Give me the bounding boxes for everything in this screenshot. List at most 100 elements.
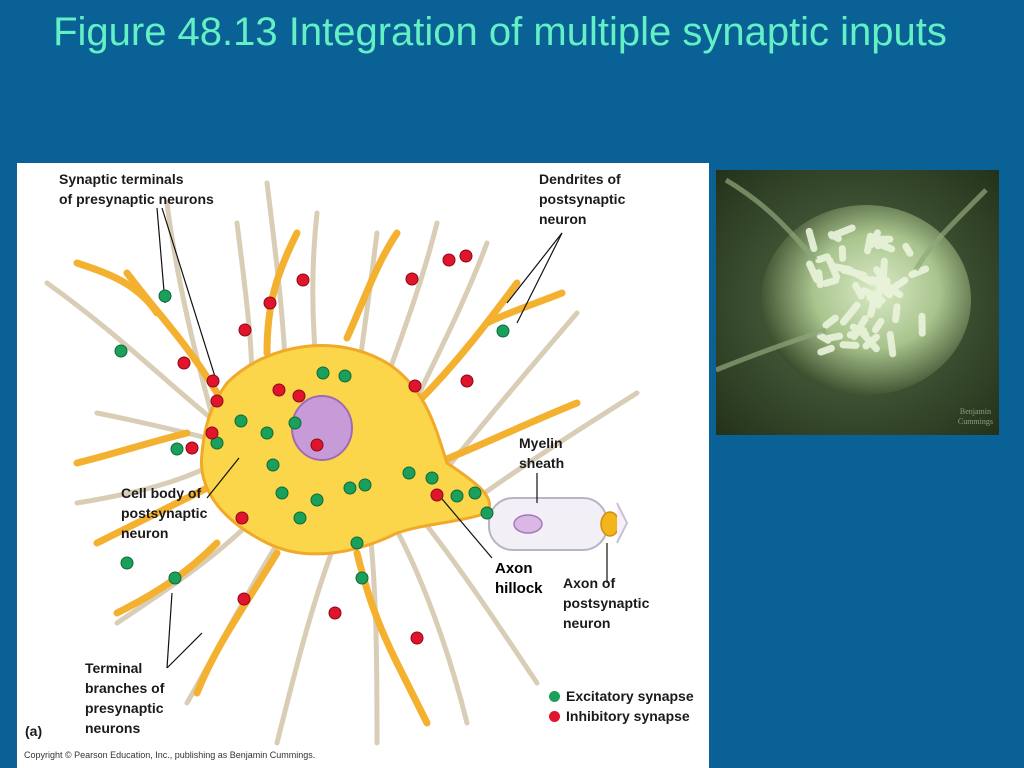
micrograph-process	[871, 317, 885, 334]
copyright: Copyright © Pearson Education, Inc., pub…	[24, 750, 316, 760]
excitatory-synapse	[158, 289, 172, 303]
micrograph-process	[816, 332, 832, 344]
micrograph-process	[815, 253, 831, 264]
inhibitory-synapse	[237, 592, 251, 606]
excitatory-synapse	[260, 426, 274, 440]
micrograph-process	[868, 229, 882, 249]
excitatory-synapse	[293, 511, 307, 525]
excitatory-synapse	[425, 471, 439, 485]
inhibitory-synapse	[272, 383, 286, 397]
inhibitory-synapse	[205, 426, 219, 440]
neuron-illustration	[44, 180, 640, 746]
photo-credit: Benjamin Cummings	[957, 407, 993, 426]
inhibitory-synapse	[185, 441, 199, 455]
myelin-sheath	[488, 497, 608, 551]
inhibitory-dot-icon	[549, 711, 560, 722]
inhibitory-synapse	[206, 374, 220, 388]
inhibitory-synapse	[405, 272, 419, 286]
excitatory-synapse	[480, 506, 494, 520]
micrograph-process	[870, 277, 893, 299]
inhibitory-synapse	[263, 296, 277, 310]
inhibitory-synapse	[238, 323, 252, 337]
excitatory-synapse	[170, 442, 184, 456]
postsynaptic-dendrites	[73, 229, 581, 727]
excitatory-synapse	[114, 344, 128, 358]
excitatory-synapse	[120, 556, 134, 570]
micrograph-image	[716, 170, 999, 435]
micrograph-process	[821, 276, 840, 287]
excitatory-synapse	[310, 493, 324, 507]
micrograph-process	[892, 303, 901, 324]
inhibitory-synapse	[442, 253, 456, 267]
label-terminal-branches: Terminal branches of presynaptic neurons	[85, 660, 165, 736]
excitatory-synapse	[266, 458, 280, 472]
micrograph-process	[850, 315, 869, 341]
inhibitory-synapse	[177, 356, 191, 370]
label-synaptic-terminals: Synaptic terminals of presynaptic neuron…	[59, 171, 214, 207]
micrograph-photo: Benjamin Cummings	[716, 170, 999, 435]
micrograph-process	[822, 314, 839, 329]
excitatory-synapse	[234, 414, 248, 428]
excitatory-synapse	[468, 486, 482, 500]
inhibitory-synapse	[296, 273, 310, 287]
excitatory-synapse	[402, 466, 416, 480]
micrograph-process	[867, 290, 880, 318]
excitatory-synapse	[496, 324, 510, 338]
inhibitory-synapse	[430, 488, 444, 502]
inhibitory-synapse	[460, 374, 474, 388]
micrograph-process	[815, 269, 824, 289]
label-axon-hillock: Axon hillock	[495, 560, 543, 597]
micrograph-process	[840, 266, 868, 279]
inhibitory-synapse	[210, 394, 224, 408]
inhibitory-synapse	[408, 379, 422, 393]
micrograph-process	[879, 257, 888, 282]
excitatory-synapse	[275, 486, 289, 500]
inhibitory-synapse	[410, 631, 424, 645]
micrograph-process	[908, 265, 930, 279]
schwann-nucleus	[513, 514, 543, 534]
micrograph-process	[827, 230, 842, 243]
cell-body	[199, 344, 491, 556]
synapse-markers	[114, 249, 510, 645]
label-dendrites: Dendrites of postsynaptic neuron	[539, 171, 626, 227]
excitatory-synapse	[355, 571, 369, 585]
micrograph-process	[839, 341, 860, 349]
label-myelin-sheath: Myelin sheath	[519, 435, 565, 471]
excitatory-synapse	[316, 366, 330, 380]
excitatory-synapse	[358, 478, 372, 492]
excitatory-dot-icon	[549, 691, 560, 702]
excitatory-synapse	[288, 416, 302, 430]
legend-inhibitory: Inhibitory synapse	[549, 708, 690, 724]
inhibitory-synapse	[459, 249, 473, 263]
axon-node	[600, 511, 620, 537]
micrograph-process	[806, 260, 821, 283]
excitatory-synapse	[168, 571, 182, 585]
label-axon: Axon of postsynaptic neuron	[563, 575, 650, 631]
label-cell-body: Cell body of postsynaptic neuron	[121, 485, 208, 541]
panel-letter: (a)	[25, 723, 43, 739]
micrograph-process	[817, 344, 835, 356]
axon-end	[616, 502, 629, 544]
excitatory-synapse	[343, 481, 357, 495]
micrograph-process	[859, 330, 880, 353]
inhibitory-synapse	[310, 438, 324, 452]
micrograph-process	[839, 301, 861, 326]
excitatory-synapse	[450, 489, 464, 503]
micrograph-process	[902, 242, 914, 257]
neuron-diagram: Synaptic terminals of presynaptic neuron…	[17, 163, 709, 768]
excitatory-synapse	[350, 536, 364, 550]
nucleus	[291, 395, 353, 461]
micrograph-process	[805, 227, 818, 253]
micrograph-process	[874, 236, 890, 250]
inhibitory-synapse	[328, 606, 342, 620]
inhibitory-synapse	[235, 511, 249, 525]
micrograph-process	[864, 232, 874, 255]
micrograph-process	[852, 282, 865, 300]
leader-lines	[156, 207, 608, 669]
micrograph-process	[886, 330, 897, 358]
slide-title: Figure 48.13 Integration of multiple syn…	[53, 10, 947, 54]
excitatory-synapse	[338, 369, 352, 383]
inhibitory-synapse	[292, 389, 306, 403]
legend-excitatory: Excitatory synapse	[549, 688, 694, 704]
micrograph-process	[886, 276, 909, 294]
